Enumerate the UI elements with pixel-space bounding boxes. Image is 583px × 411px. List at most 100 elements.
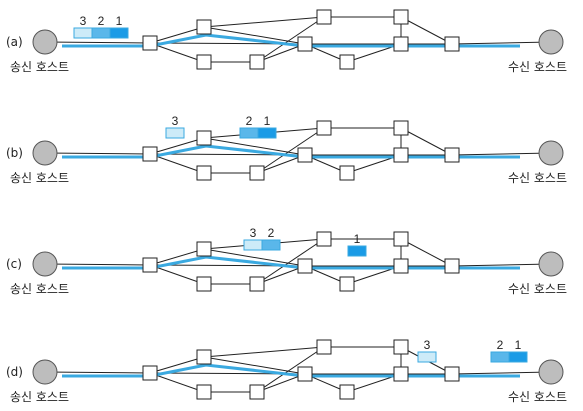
packet-1: [508, 351, 528, 363]
network-link: [44, 41, 151, 44]
hosts: [32, 359, 564, 385]
network-link: [256, 373, 306, 393]
receiver-label: 수신 호스트: [508, 60, 567, 74]
packet-2: [490, 351, 510, 363]
routers: [142, 339, 460, 400]
router-node: [316, 9, 332, 25]
router-node: [142, 146, 158, 162]
receiver-label: 수신 호스트: [508, 171, 567, 185]
receiver-host: [538, 29, 564, 55]
router-node: [142, 35, 158, 51]
network-link: [400, 16, 453, 45]
packet-number: 1: [264, 114, 271, 128]
packet-2: [239, 127, 259, 139]
router-node: [393, 366, 409, 382]
router-node: [249, 384, 265, 400]
routers: [142, 9, 460, 70]
network-link: [149, 248, 205, 266]
network-link: [149, 137, 205, 155]
route-line: [62, 144, 520, 159]
receiver-host: [538, 140, 564, 166]
router-node: [316, 339, 332, 355]
router-node: [196, 349, 212, 365]
packet-3: [165, 127, 185, 139]
packet-3: [73, 27, 93, 39]
hosts: [32, 140, 564, 166]
router-node: [444, 258, 460, 274]
router-node: [297, 258, 313, 274]
router-node: [444, 147, 460, 163]
network-link: [44, 152, 151, 155]
panel-label: (a): [6, 35, 23, 49]
router-node: [196, 241, 212, 257]
hosts: [32, 251, 564, 277]
network-link: [149, 264, 205, 285]
network-link: [256, 154, 306, 174]
network-link: [256, 43, 306, 63]
sender-label: 송신 호스트: [10, 171, 69, 185]
router-node: [393, 9, 409, 25]
panel-label: (c): [6, 257, 22, 271]
router-node: [444, 36, 460, 52]
router-node: [339, 276, 355, 292]
route-line: [62, 363, 520, 378]
network-link: [203, 346, 325, 358]
router-node: [393, 339, 409, 355]
router-node: [196, 130, 212, 146]
packet-number: 1: [116, 14, 123, 28]
packet-number: 3: [424, 338, 431, 352]
router-node: [196, 165, 212, 181]
packet-3: [243, 239, 263, 251]
panel-label: (b): [6, 146, 23, 160]
packet-number: 2: [497, 338, 504, 352]
router-node: [142, 365, 158, 381]
sender-label: 송신 호스트: [10, 282, 69, 296]
routers: [142, 120, 460, 181]
router-node: [393, 36, 409, 52]
packet-number: 3: [250, 226, 257, 240]
router-node: [196, 19, 212, 35]
network-link: [451, 152, 552, 156]
packet-route: [62, 363, 520, 378]
route-line: [62, 255, 520, 270]
receiver-label: 수신 호스트: [508, 390, 567, 404]
router-node: [316, 120, 332, 136]
sender-host: [32, 29, 58, 55]
router-node: [297, 366, 313, 382]
packet-3: [417, 351, 437, 363]
panel-label: (d): [6, 365, 23, 379]
sender-label: 송신 호스트: [10, 60, 69, 74]
sender-host: [32, 251, 58, 277]
router-node: [297, 147, 313, 163]
hosts: [32, 29, 564, 55]
packet-route: [62, 144, 520, 159]
network-link: [400, 127, 453, 156]
router-node: [249, 165, 265, 181]
router-node: [196, 384, 212, 400]
packet-2: [91, 27, 111, 39]
router-node: [142, 257, 158, 273]
network-link: [149, 26, 205, 44]
router-node: [196, 54, 212, 70]
network-link: [451, 371, 552, 375]
router-node: [297, 36, 313, 52]
router-node: [339, 165, 355, 181]
router-node: [249, 54, 265, 70]
packet-route: [62, 255, 520, 270]
packet-number: 3: [80, 14, 87, 28]
network-link: [149, 42, 205, 63]
router-node: [393, 147, 409, 163]
packet-number: 3: [172, 114, 179, 128]
packet-number: 1: [354, 232, 361, 246]
sender-label: 송신 호스트: [10, 390, 69, 404]
network-link: [203, 16, 325, 28]
router-node: [393, 258, 409, 274]
network-link: [256, 16, 325, 63]
router-node: [196, 276, 212, 292]
